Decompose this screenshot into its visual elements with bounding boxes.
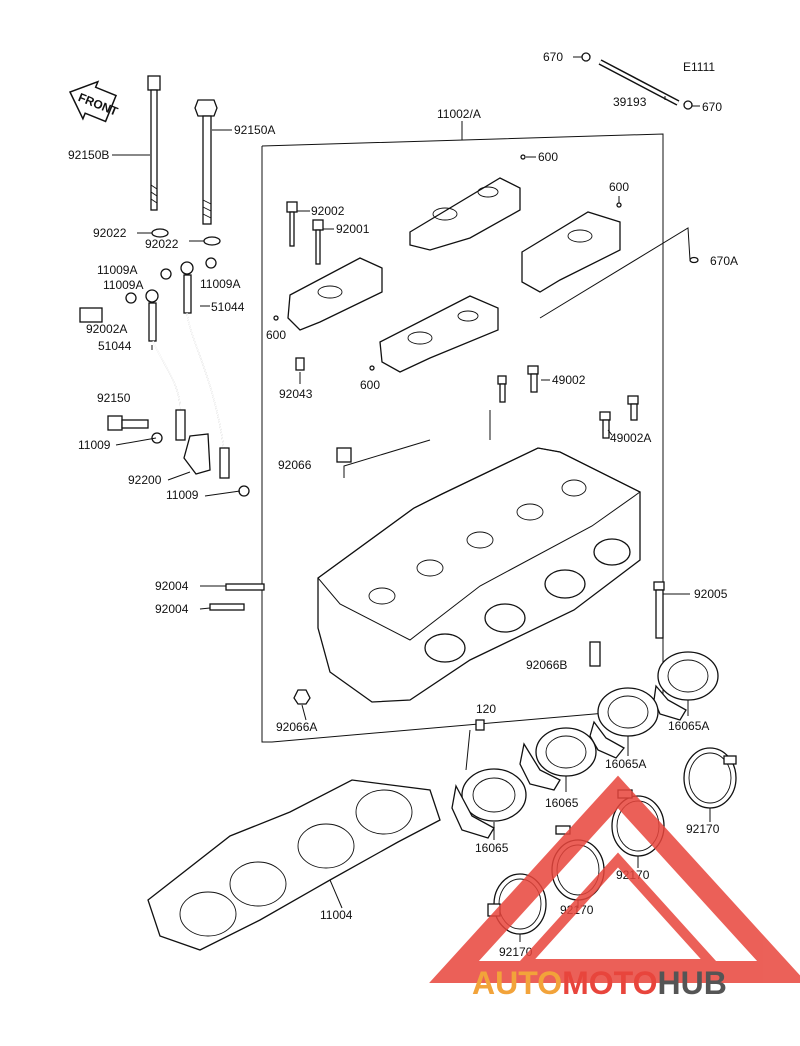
label-92001: 92001 xyxy=(336,222,370,236)
watermark-inner-triangle-icon xyxy=(512,852,724,969)
leader-670A-group xyxy=(539,227,691,319)
part-carb-holder-16065-b xyxy=(451,768,527,839)
label-16065-b: 16065 xyxy=(475,841,509,855)
label-11004: 11004 xyxy=(320,908,353,922)
part-oring-670A xyxy=(689,256,699,264)
part-cam-cap-3 xyxy=(287,257,383,331)
label-49002: 49002 xyxy=(552,373,586,387)
part-washer-11009A-2 xyxy=(205,257,217,269)
label-16065A-1: 16065A xyxy=(668,719,709,733)
label-92150A: 92150A xyxy=(234,123,275,137)
part-cap-92066 xyxy=(336,447,352,463)
part-plug-49002 xyxy=(497,365,539,403)
part-bolt-92001 xyxy=(312,219,324,265)
label-11009A-2: 11009A xyxy=(103,278,143,292)
part-bolt-92150 xyxy=(107,415,149,431)
label-600-b: 600 xyxy=(609,180,629,194)
watermark-brand: AUTOMOTOHUB xyxy=(472,965,727,1001)
part-stud-92005 xyxy=(653,581,665,639)
label-11009A-1: 11009A xyxy=(97,263,137,277)
part-plug-92066A xyxy=(293,689,311,705)
label-92170-a: 92170 xyxy=(686,822,720,836)
diagram-code: E1111 xyxy=(683,60,715,74)
part-cylinder-head-11002A xyxy=(317,447,641,703)
part-fitting-92066B xyxy=(589,641,601,667)
part-cam-cap-2 xyxy=(521,211,621,293)
part-washer-11009-b xyxy=(238,485,250,497)
part-dowel-92043 xyxy=(295,357,305,371)
part-cam-cap-4 xyxy=(379,295,499,373)
label-49002A: 49002A xyxy=(610,431,651,445)
label-670-right: 670 xyxy=(702,100,722,114)
part-oil-pipe-51044 xyxy=(145,261,230,479)
label-11002A: 11002/A xyxy=(437,107,481,121)
part-pin-120 xyxy=(465,719,485,771)
label-92066: 92066 xyxy=(278,458,312,472)
part-head-gasket-11004 xyxy=(147,779,441,951)
label-120: 120 xyxy=(476,702,496,716)
part-bolt-92150A xyxy=(194,99,218,225)
label-92022-r: 92022 xyxy=(145,237,179,251)
part-carb-holder-16065A-1 xyxy=(653,651,719,721)
part-washer-11009A-3 xyxy=(125,292,137,304)
label-600-d: 600 xyxy=(360,378,380,392)
part-bolt-92002 xyxy=(286,201,298,247)
assembly-frame xyxy=(261,133,664,743)
label-92200: 92200 xyxy=(128,473,162,487)
watermark-brand-auto: AUTO xyxy=(472,965,562,1001)
label-92004-b: 92004 xyxy=(155,602,189,616)
part-plug-49002A xyxy=(599,395,639,439)
part-stud-92004-b xyxy=(209,603,245,611)
label-670-top: 670 xyxy=(543,50,563,64)
label-92066B: 92066B xyxy=(526,658,567,672)
part-clamp-92170-a xyxy=(683,747,737,809)
watermark-triangle-icon xyxy=(429,775,800,983)
part-pin-600-c xyxy=(273,315,279,321)
part-washer-92022-r xyxy=(203,236,221,246)
label-92066A: 92066A xyxy=(276,720,317,734)
part-carb-holder-16065-a xyxy=(519,727,597,791)
label-16065-a: 16065 xyxy=(545,796,579,810)
label-92004-a: 92004 xyxy=(155,579,189,593)
watermark-logo xyxy=(429,775,800,983)
label-92170-d: 92170 xyxy=(499,945,533,959)
label-11009-a: 11009 xyxy=(78,438,111,452)
watermark-brand-hub: HUB xyxy=(657,965,726,1001)
leader-92066 xyxy=(343,439,431,478)
label-51044-l: 51044 xyxy=(98,339,132,353)
label-51044-r: 51044 xyxy=(211,300,245,314)
part-washer-92022-l xyxy=(151,228,169,238)
part-pin-600-d xyxy=(369,365,375,371)
label-92150B: 92150B xyxy=(68,148,109,162)
leader-lines xyxy=(112,121,711,942)
label-92005: 92005 xyxy=(694,587,728,601)
part-washer-11009A-1 xyxy=(160,268,172,280)
part-bracket-92200 xyxy=(183,433,211,475)
label-670A: 670A xyxy=(710,254,738,268)
label-16065A-2: 16065A xyxy=(605,757,646,771)
part-carb-holder-16065A-2 xyxy=(589,687,659,759)
front-arrow-icon: FRONT xyxy=(68,80,120,123)
part-pin-600-a xyxy=(520,154,526,160)
label-39193: 39193 xyxy=(613,95,647,109)
label-600-a: 600 xyxy=(538,150,558,164)
part-washer-11009-a xyxy=(151,432,163,444)
part-rod-39193 xyxy=(573,52,700,110)
part-bolt-92150B xyxy=(147,75,161,211)
part-stud-92004-a xyxy=(225,583,265,591)
part-cam-cap-1 xyxy=(409,177,521,251)
part-pin-600-b xyxy=(616,202,622,208)
label-92002A: 92002A xyxy=(86,322,127,336)
label-92002: 92002 xyxy=(311,204,345,218)
label-92043: 92043 xyxy=(279,387,313,401)
label-11009A-3: 11009A xyxy=(200,277,240,291)
label-11009-b: 11009 xyxy=(166,488,199,502)
label-600-c: 600 xyxy=(266,328,286,342)
label-92022-l: 92022 xyxy=(93,226,127,240)
watermark-brand-moto: MOTO xyxy=(562,965,657,1001)
part-bolt-92002A xyxy=(79,307,103,323)
label-92150: 92150 xyxy=(97,391,131,405)
